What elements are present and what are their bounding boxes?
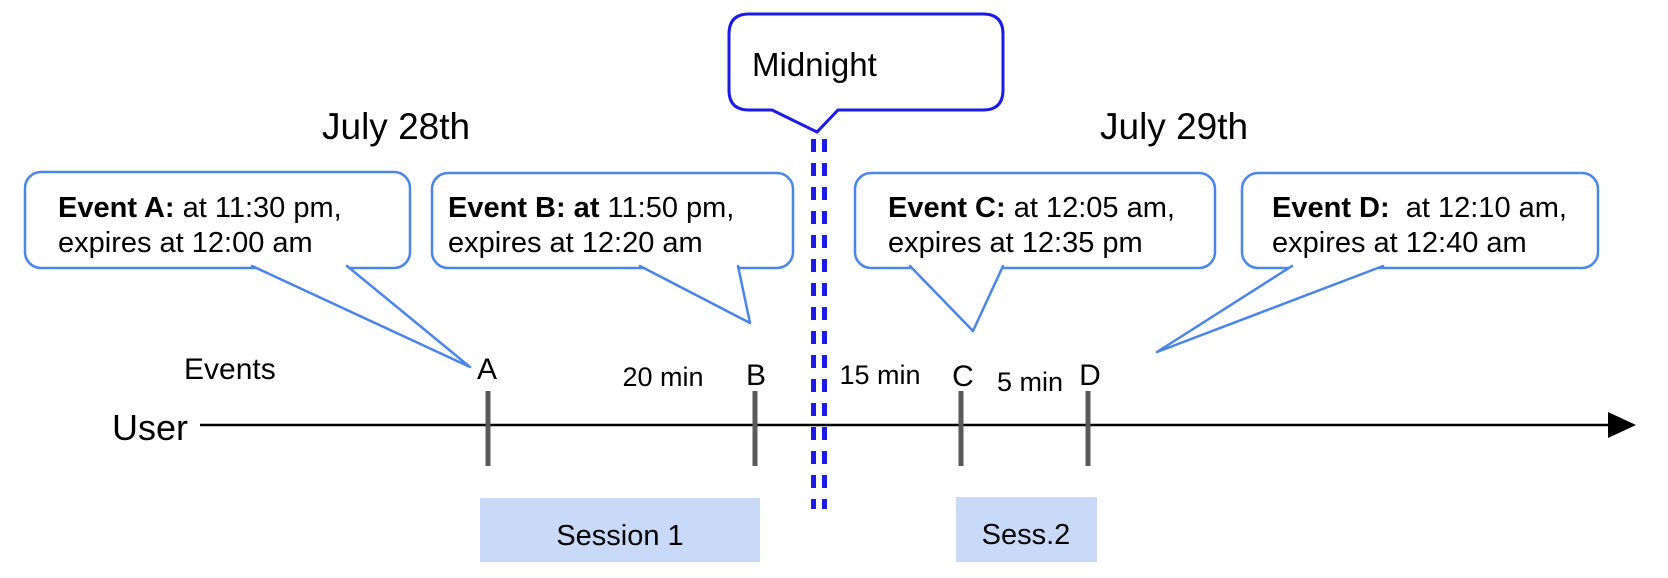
user-axis-label: User [112, 407, 188, 448]
event-b-marker-label: B [746, 359, 766, 392]
duration-c-d-label: 5 min [997, 367, 1063, 397]
event-d-marker-label: D [1079, 359, 1101, 392]
event-b-callout: Event B: at 11:50 pm, expires at 12:20 a… [430, 171, 795, 325]
event-c-marker-label: C [952, 360, 974, 393]
timeline-arrowhead-icon [1608, 412, 1636, 438]
event-a-time: at 11:30 pm, [175, 192, 342, 224]
event-d-time: at 12:10 am, [1390, 192, 1567, 224]
date-july-29-label: July 29th [1100, 106, 1248, 147]
event-c-time: at 12:05 am, [1006, 192, 1175, 224]
event-c-title: Event C: [888, 192, 1006, 224]
session-2-label: Sess.2 [982, 519, 1071, 551]
sessions: Session 1 Sess.2 [480, 497, 1097, 562]
duration-b-c-label: 15 min [839, 360, 920, 390]
event-b-callout-line1: Event B: at 11:50 pm, [448, 192, 734, 224]
midnight-callout-bubble [727, 12, 1005, 134]
session-1-box [480, 498, 760, 562]
event-b-callout-tail [638, 264, 752, 325]
event-a-title: Event A: [58, 192, 175, 224]
event-d-title: Event D: [1272, 192, 1390, 224]
session-1-label: Session 1 [556, 520, 683, 552]
session-2-box [956, 497, 1097, 562]
event-c-callout-line2: expires at 12:35 pm [888, 227, 1143, 259]
events-axis-label: Events [184, 353, 276, 386]
event-c-callout-line1: Event C: at 12:05 am, [888, 192, 1175, 224]
event-c-callout-box [853, 171, 1217, 270]
event-a-callout-line2: expires at 12:00 am [58, 227, 313, 259]
duration-a-b-label: 20 min [622, 362, 703, 392]
date-july-28-label: July 28th [322, 106, 470, 147]
event-b-callout-line2: expires at 12:20 am [448, 227, 703, 259]
midnight-callout-label: Midnight [752, 46, 877, 83]
event-a-marker-label: A [477, 353, 497, 386]
event-c-callout: Event C: at 12:05 am, expires at 12:35 p… [853, 171, 1217, 333]
event-d-callout-tail [1155, 264, 1385, 354]
event-a-callout-tail [250, 264, 472, 369]
event-d-callout: Event D: at 12:10 am, expires at 12:40 a… [1155, 171, 1600, 354]
event-a-callout-box [23, 170, 412, 270]
event-d-callout-line2: expires at 12:40 am [1272, 227, 1527, 259]
event-a-callout-line1: Event A: at 11:30 pm, [58, 192, 342, 224]
event-b-time: 11:50 pm, [599, 192, 734, 224]
event-d-callout-line1: Event D: at 12:10 am, [1272, 192, 1567, 224]
user-timeline: User Events A B C D 20 min 15 min 5 min [112, 353, 1636, 466]
event-c-callout-tail [908, 264, 1005, 333]
event-b-title: Event B: at [448, 192, 600, 224]
event-b-callout-box [430, 171, 795, 270]
event-a-callout: Event A: at 11:30 pm, expires at 12:00 a… [23, 170, 472, 369]
event-d-callout-box [1240, 171, 1600, 270]
midnight-divider: Midnight [727, 12, 1005, 509]
